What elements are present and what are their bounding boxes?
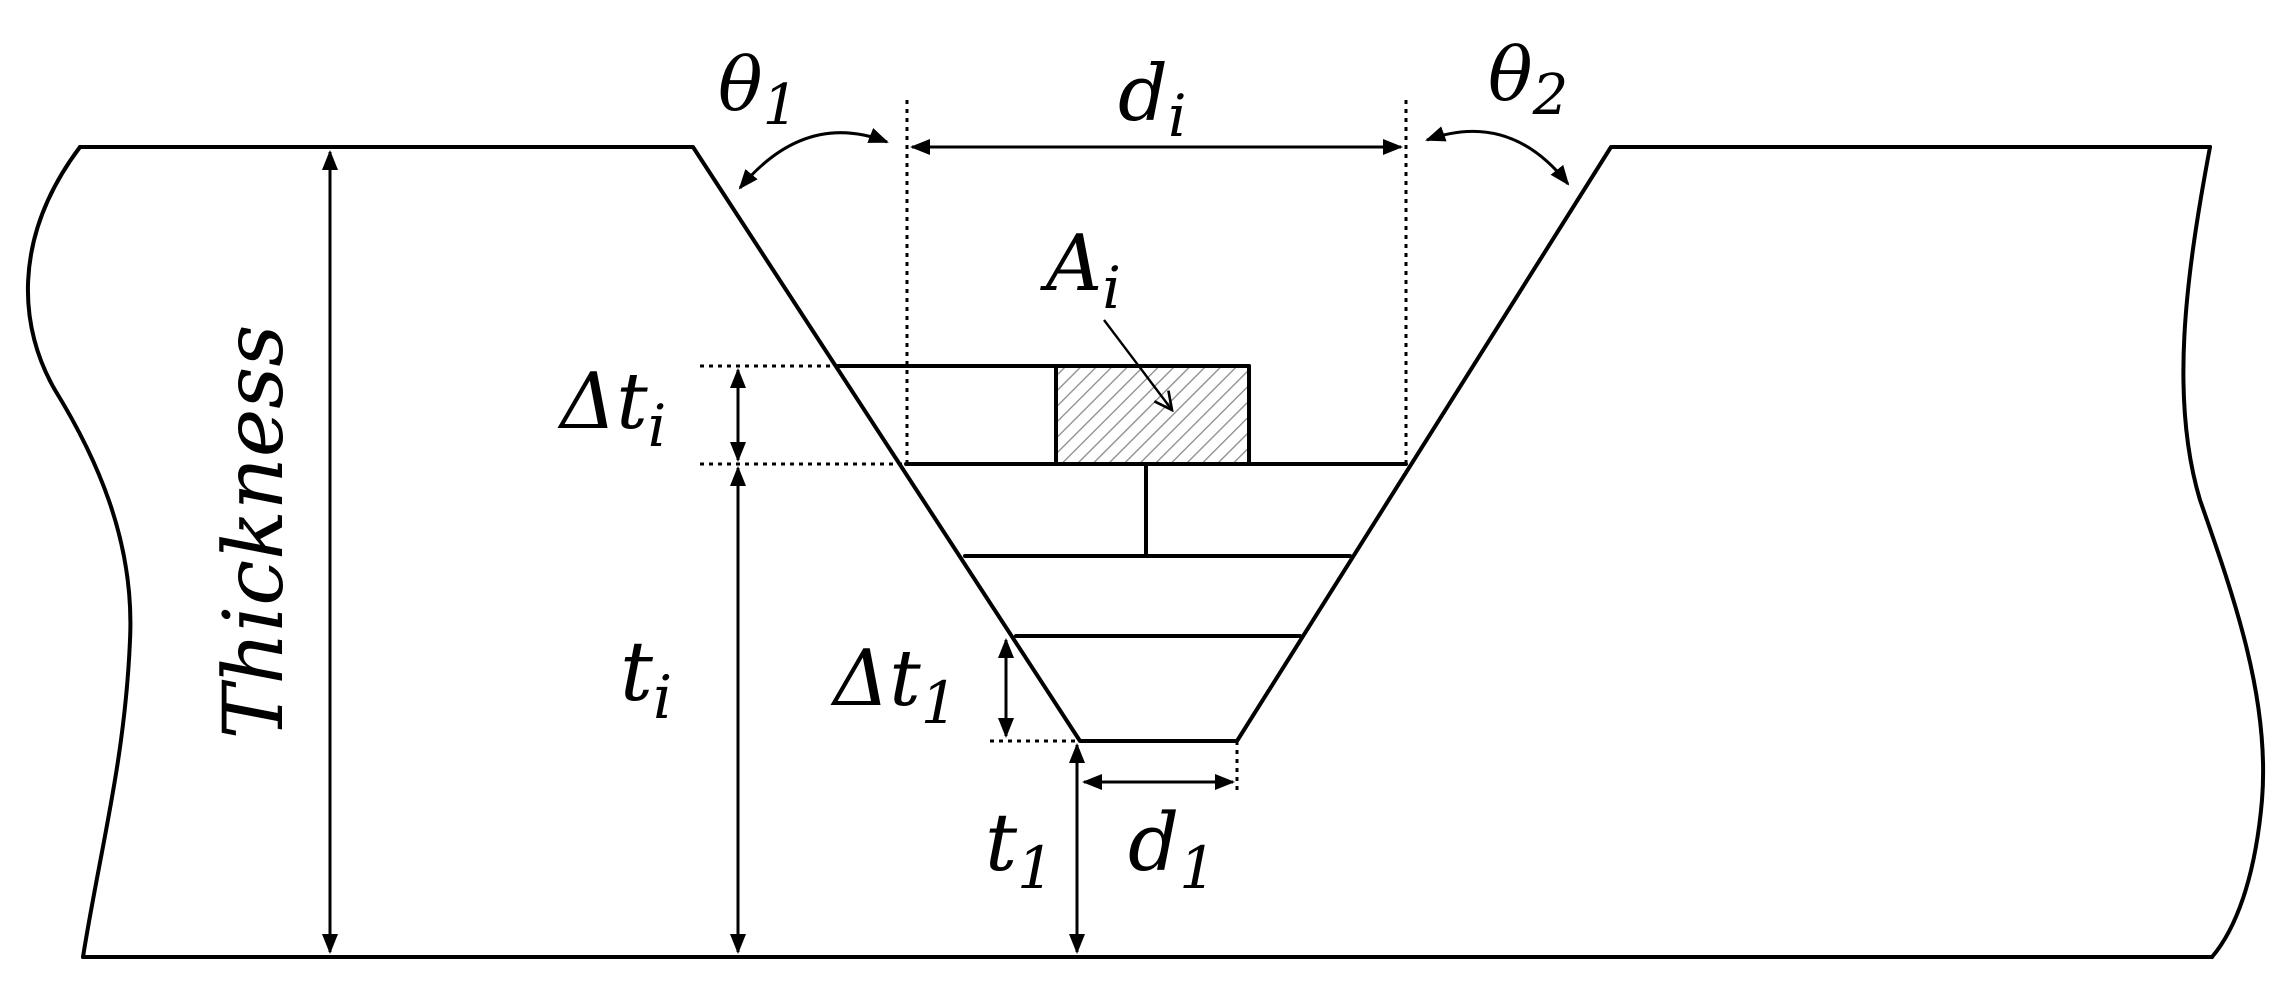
- label-theta2: θ2: [1488, 32, 1568, 128]
- hatched-bead-ai: [1056, 366, 1249, 464]
- left-plate-outline: [78, 145, 2212, 743]
- label-ai: Ai: [1040, 219, 1121, 322]
- ai-leader-arrow: [1103, 319, 1172, 410]
- theta1-angle-arc: [738, 128, 889, 190]
- label-d1: d1: [1128, 796, 1216, 902]
- label-ti: ti: [620, 625, 672, 733]
- label-di: di: [1118, 49, 1187, 150]
- label-theta1: θ1: [718, 42, 798, 138]
- left-break-line: [25, 145, 133, 959]
- label-delta-ti: Δti: [557, 357, 666, 460]
- label-t1: t1: [985, 796, 1054, 902]
- label-delta-t1: Δt1: [830, 634, 958, 737]
- right-break-line: [2181, 145, 2266, 959]
- label-thickness: Thickness: [207, 325, 302, 740]
- theta2-angle-arc: [1425, 126, 1570, 186]
